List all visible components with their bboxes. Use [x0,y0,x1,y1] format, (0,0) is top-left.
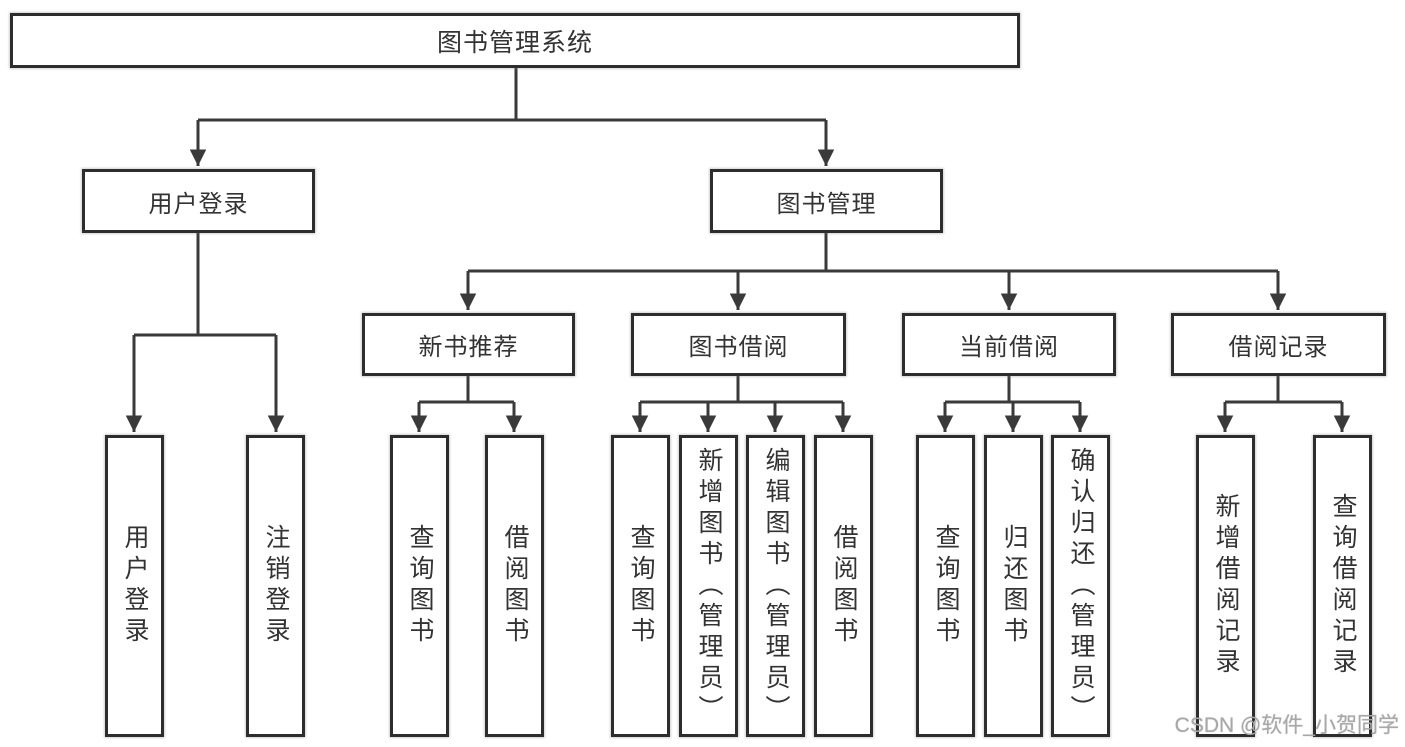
node-label: 新书推荐 [418,334,519,361]
node-query-books-current: 查询图书 [916,435,975,737]
node-query-books-recommend: 查询图书 [390,435,449,737]
node-add-borrow-record: 新增借阅记录 [1196,435,1255,737]
node-label: 图书管理 [776,190,877,218]
node-book-management: 图书管理 [710,169,943,233]
node-label: 新增图书（管理员） [695,446,723,726]
node-user-login: 用户登录 [82,169,315,233]
node-logout: 注销登录 [246,435,305,737]
node-label: 借阅记录 [1228,334,1329,361]
node-new-book-recommendation: 新书推荐 [362,313,575,376]
node-label: 当前借阅 [959,334,1059,361]
node-book-borrowing: 图书借阅 [631,313,846,376]
node-user-login-leaf: 用户登录 [105,435,164,737]
node-borrowing-records: 借阅记录 [1171,313,1386,376]
node-add-book-admin: 新增图书（管理员） [679,435,738,737]
node-label: 借阅图书 [830,524,858,648]
node-label: 用户登录 [148,190,249,218]
node-label: 编辑图书（管理员） [762,446,790,726]
csdn-watermark: CSDN @软件_小贺同学 [1174,714,1399,737]
node-confirm-return-admin: 确认归还（管理员） [1051,435,1110,737]
node-label: 查询图书 [627,524,655,648]
node-borrow-books: 借阅图书 [814,435,873,737]
node-query-books-borrowing: 查询图书 [611,435,670,737]
node-query-borrow-record: 查询借阅记录 [1313,435,1372,737]
node-label: 查询图书 [932,524,960,648]
node-label: 图书管理系统 [436,28,593,57]
node-current-borrowing: 当前借阅 [902,313,1116,376]
node-label: 查询借阅记录 [1329,493,1357,679]
node-label: 查询图书 [406,524,434,648]
node-label: 用户登录 [121,524,149,648]
node-borrow-books-recommend: 借阅图书 [485,435,544,737]
node-label: 图书借阅 [688,334,789,361]
node-label: 归还图书 [1000,524,1028,648]
node-label: 借阅图书 [501,524,529,648]
node-label: 注销登录 [262,524,290,648]
node-return-books: 归还图书 [984,435,1043,737]
node-label: 新增借阅记录 [1212,493,1240,679]
node-edit-book-admin: 编辑图书（管理员） [746,435,805,737]
node-library-management-system: 图书管理系统 [10,13,1020,68]
node-label: 确认归还（管理员） [1067,446,1095,726]
